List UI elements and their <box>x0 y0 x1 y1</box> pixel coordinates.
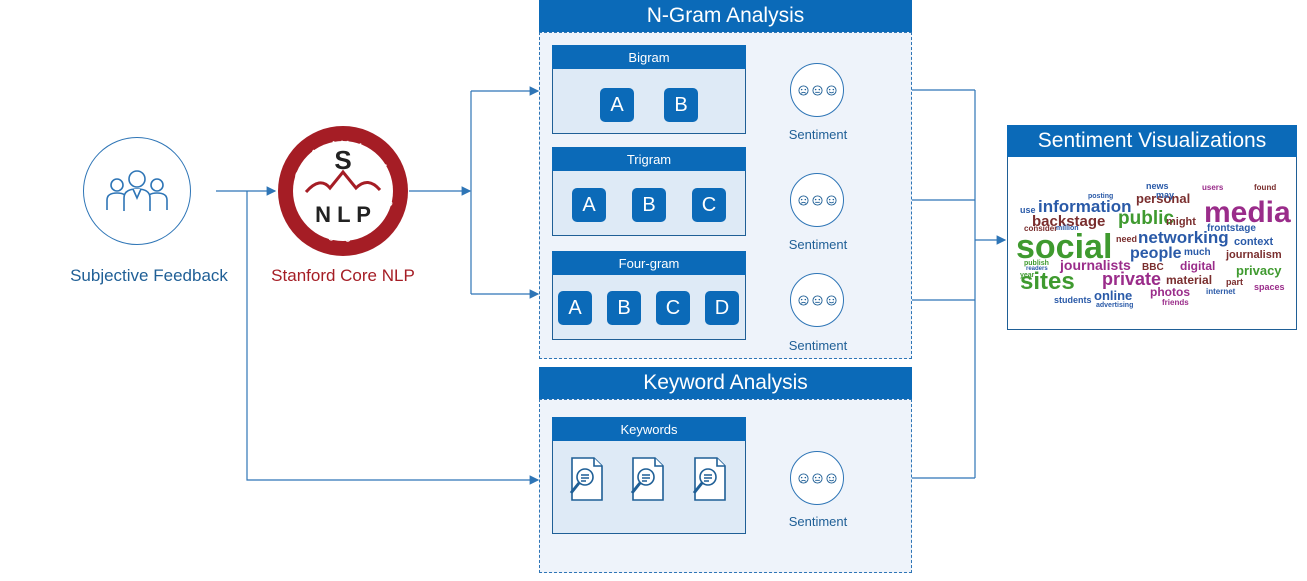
token-a: A <box>572 188 606 222</box>
word-cloud-word: personal <box>1136 191 1191 206</box>
word-cloud-word: users <box>1202 183 1224 192</box>
word-cloud-word: internet <box>1206 287 1236 296</box>
word-cloud-word: may <box>1156 190 1175 200</box>
token-b: B <box>664 88 698 122</box>
token-a: A <box>558 291 592 325</box>
sad-face-icon <box>797 472 809 484</box>
logo-nlp-letters: N L P <box>315 202 371 227</box>
word-cloud-word: photos <box>1150 285 1190 299</box>
token-b: B <box>607 291 641 325</box>
word-cloud-word: found <box>1254 183 1277 192</box>
word-cloud-word: private <box>1102 269 1162 289</box>
document-search-icon <box>569 457 603 501</box>
viz-panel <box>1007 125 1297 330</box>
fourgram-title: Four-gram <box>552 251 746 275</box>
sentiment-label: Sentiment <box>788 237 848 252</box>
token-c: C <box>692 188 726 222</box>
word-cloud-word: much <box>1184 247 1211 258</box>
happy-face-icon <box>825 472 837 484</box>
word-cloud-word: sites <box>1020 268 1075 295</box>
document-search-icon <box>630 457 664 501</box>
word-cloud-word: networking <box>1138 228 1229 247</box>
sad-face-icon <box>797 84 809 96</box>
word-cloud-word: material <box>1166 273 1213 287</box>
word-cloud-word: journalists <box>1060 257 1131 273</box>
word-cloud-word: year <box>1020 272 1035 279</box>
word-cloud-word: million <box>1056 225 1079 232</box>
word-cloud-word: people <box>1130 245 1182 262</box>
word-cloud-word: frontstage <box>1207 223 1256 234</box>
document-search-icon <box>692 457 726 501</box>
sentiment-label: Sentiment <box>788 514 848 529</box>
word-cloud-word: part <box>1226 277 1244 287</box>
keywords-title: Keywords <box>552 417 746 441</box>
neutral-face-icon <box>811 84 823 96</box>
bigram-title: Bigram <box>552 45 746 69</box>
keyword-title: Keyword Analysis <box>539 367 912 399</box>
neutral-face-icon <box>811 294 823 306</box>
word-cloud-word: news <box>1146 181 1169 191</box>
sentiment-node <box>790 173 844 227</box>
word-cloud-word: backstage <box>1032 213 1106 230</box>
word-cloud-word: public <box>1118 208 1174 229</box>
word-cloud-word: social <box>1016 228 1113 266</box>
word-cloud-word: posting <box>1088 193 1114 200</box>
token-c: C <box>656 291 690 325</box>
word-cloud-word: consider <box>1024 224 1058 233</box>
word-cloud-word: journalism <box>1226 249 1282 261</box>
feedback-label: Subjective Feedback <box>70 266 228 285</box>
sentiment-label: Sentiment <box>788 127 848 142</box>
token-b: B <box>632 188 666 222</box>
word-cloud-word: BBC <box>1142 262 1164 273</box>
word-cloud-word: friends <box>1162 298 1189 307</box>
word-cloud-word: might <box>1166 216 1196 228</box>
word-cloud-word: media <box>1204 196 1291 229</box>
happy-face-icon <box>825 84 837 96</box>
word-cloud: social media sites information networkin… <box>1012 162 1292 324</box>
word-cloud-word: use <box>1020 205 1036 215</box>
happy-face-icon <box>825 194 837 206</box>
users-icon <box>106 170 168 211</box>
word-cloud-word: digital <box>1180 259 1216 273</box>
viz-title: Sentiment Visualizations <box>1007 125 1297 157</box>
trigram-panel: Trigram A B C <box>552 147 746 236</box>
token-d: D <box>705 291 739 325</box>
word-cloud-word: privacy <box>1236 263 1282 278</box>
word-cloud-word: readers <box>1026 266 1048 272</box>
trigram-title: Trigram <box>552 147 746 171</box>
stanford-nlp-logo: Stanford University Natural Language Pro… <box>276 124 410 258</box>
fourgram-panel: Four-gram A B C D <box>552 251 746 340</box>
sentiment-node <box>790 273 844 327</box>
sad-face-icon <box>797 294 809 306</box>
nlp-label: Stanford Core NLP <box>271 266 415 285</box>
neutral-face-icon <box>811 194 823 206</box>
bigram-panel: Bigram A B <box>552 45 746 134</box>
word-cloud-word: information <box>1038 197 1132 216</box>
word-cloud-word: need <box>1116 234 1138 244</box>
sentiment-node <box>790 63 844 117</box>
word-cloud-word: students <box>1054 295 1092 305</box>
word-cloud-word: spaces <box>1254 282 1285 292</box>
happy-face-icon <box>825 294 837 306</box>
feedback-node <box>83 137 191 245</box>
word-cloud-word: context <box>1234 236 1274 248</box>
sad-face-icon <box>797 194 809 206</box>
logo-s-letter: S <box>334 145 351 175</box>
ngram-title: N-Gram Analysis <box>539 0 912 32</box>
word-cloud-word: advertising <box>1096 302 1134 309</box>
token-a: A <box>600 88 634 122</box>
word-cloud-word: online <box>1094 288 1133 303</box>
sentiment-label: Sentiment <box>788 338 848 353</box>
word-cloud-word: publish <box>1024 260 1049 267</box>
sentiment-node <box>790 451 844 505</box>
neutral-face-icon <box>811 472 823 484</box>
